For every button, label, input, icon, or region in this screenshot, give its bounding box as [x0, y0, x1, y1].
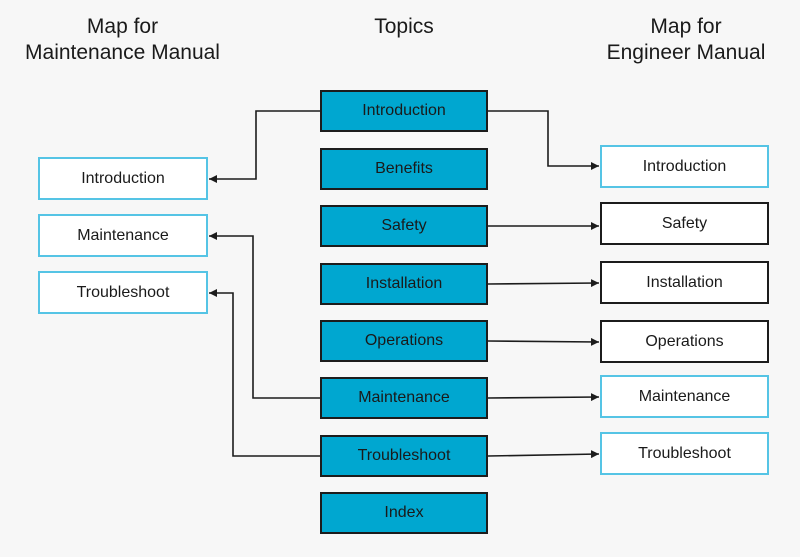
connector-introduction-to-engineer-map [488, 110, 599, 170]
engineer-map-maintenance: Maintenance [600, 375, 769, 418]
maintenance-map-introduction: Introduction [38, 157, 208, 200]
connector-maintenance-to-engineer-map [487, 393, 600, 402]
connector-maintenance-to-maintenance-map [209, 232, 320, 399]
connector-operations-to-engineer-map [487, 337, 600, 346]
engineer-map-troubleshoot: Troubleshoot [600, 432, 769, 475]
topic-troubleshoot: Troubleshoot [320, 435, 488, 477]
connector-troubleshoot-to-engineer-map [487, 450, 600, 459]
connector-troubleshoot-to-maintenance-map [209, 289, 320, 457]
topic-benefits: Benefits [320, 148, 488, 190]
topic-safety: Safety [320, 205, 488, 247]
topic-maintenance: Maintenance [320, 377, 488, 419]
connector-installation-to-engineer-map [487, 279, 600, 288]
maintenance-map-maintenance: Maintenance [38, 214, 208, 257]
connector-introduction-to-maintenance-map [209, 110, 320, 183]
engineer-map-title: Map for Engineer Manual [586, 14, 786, 66]
maintenance-map-title-line1: Map for [86, 15, 159, 38]
topic-installation: Installation [320, 263, 488, 305]
engineer-map-operations: Operations [600, 320, 769, 363]
topic-introduction: Introduction [320, 90, 488, 132]
engineer-map-installation: Installation [600, 261, 769, 304]
engineer-map-safety: Safety [600, 202, 769, 245]
topic-operations: Operations [320, 320, 488, 362]
topics-title: Topics [374, 15, 434, 38]
maintenance-map-troubleshoot: Troubleshoot [38, 271, 208, 314]
engineer-map-title-line1: Map for [650, 15, 722, 38]
maintenance-map-title: Map for Maintenance Manual [10, 14, 235, 66]
maintenance-map-title-line2: Maintenance Manual [25, 41, 220, 64]
engineer-map-introduction: Introduction [600, 145, 769, 188]
topic-index: Index [320, 492, 488, 534]
engineer-map-title-line2: Engineer Manual [606, 41, 766, 64]
